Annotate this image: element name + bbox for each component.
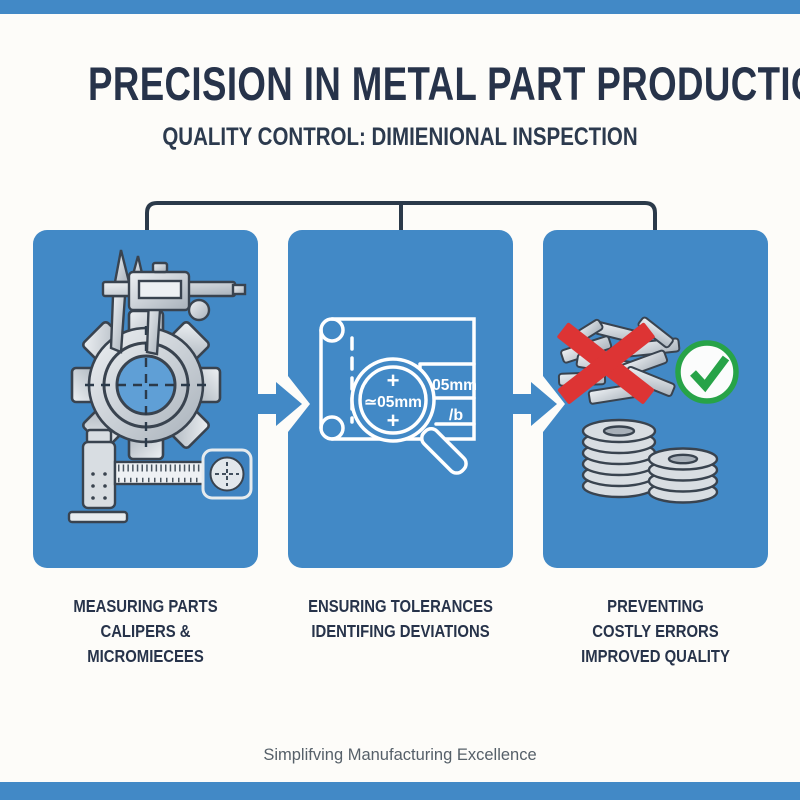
top-border-bar: [0, 0, 800, 14]
caption-measuring: MEASURING PARTS CALIPERS & MICROMIECEES: [50, 594, 241, 669]
footer-tagline: Simplifving Manufacturing Excellence: [263, 746, 537, 764]
arrow-right-icon: [256, 376, 310, 432]
caption-line: IDENTIFING DEVIATIONS: [311, 620, 490, 641]
red-x-icon: [557, 322, 655, 404]
lens-value-label: ≃05mm: [364, 394, 422, 411]
caliper-icon: [101, 249, 247, 356]
caption-line: COSTLY ERRORS: [592, 620, 719, 641]
caption-line: CALIPERS &: [100, 620, 191, 641]
caption-tolerances: ENSURING TOLERANCES IDENTIFING DEVIATION…: [305, 594, 496, 644]
blueprint-magnifier-illustration: ≃05mm /b + ≃05mm +: [319, 317, 477, 475]
bottom-border-bar: [0, 782, 800, 800]
caption-line: ENSURING TOLERANCES: [308, 596, 493, 616]
dimension-ref-label: /b: [449, 407, 463, 424]
green-check-icon: [675, 340, 739, 404]
panel-measuring: [33, 230, 258, 568]
page-subtitle: QUALITY CONTROL: DIMIENIONAL INSPECTION: [162, 123, 638, 151]
page-title: PRECISION IN METAL PART PRODUCTION: [88, 57, 800, 110]
caption-line: PREVENTING: [607, 596, 704, 616]
arrow-right-icon: [511, 376, 565, 432]
panel-inspection: ≃05mm /b + ≃05mm +: [288, 230, 513, 568]
panel-outcome: [543, 230, 768, 568]
caption-outcome: PREVENTING COSTLY ERRORS IMPROVED QUALIT…: [560, 594, 751, 669]
gear-caliper-micrometer-illustration: [67, 249, 253, 524]
caption-line: IMPROVED QUALITY: [581, 645, 730, 666]
caption-line: MICROMIECEES: [87, 645, 204, 666]
magnifier-icon: [350, 357, 468, 475]
caption-line: MEASURING PARTS: [73, 596, 218, 616]
washer-stacks-icon: [581, 418, 719, 504]
reject-accept-illustration: [557, 316, 739, 504]
lens-plus-bottom-label: +: [387, 408, 400, 433]
micrometer-icon: [67, 428, 253, 524]
lens-plus-top-label: +: [387, 368, 400, 393]
gear-icon: [70, 309, 222, 461]
